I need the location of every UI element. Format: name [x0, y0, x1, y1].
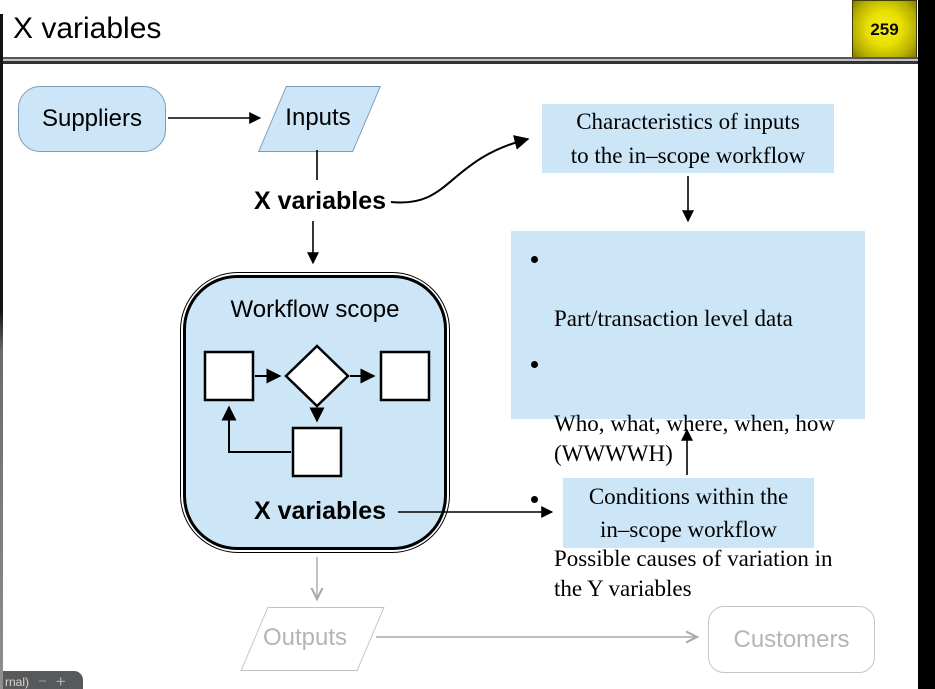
bullets-box: Part/transaction level data Who, what, w…	[511, 231, 865, 601]
bullet-dot-icon	[531, 496, 538, 503]
bullet-item: Part/transaction level data	[527, 244, 859, 334]
viewer-status-fragment: rnal)	[5, 674, 30, 689]
curve-xvariables-to-characteristics	[390, 135, 530, 204]
bullet-dot-icon	[531, 361, 538, 368]
suppliers-label: Suppliers	[41, 105, 143, 132]
title-divider	[0, 57, 918, 64]
x-variables-top-label: X variables	[253, 187, 387, 215]
bullet-text: Possible causes of variation in the Y va…	[554, 546, 833, 601]
bullet-item: Possible causes of variation in the Y va…	[527, 484, 859, 604]
bullet-text: Who, what, where, when, how (WWWWH)	[554, 411, 836, 466]
x-variables-inner-label: X variables	[253, 497, 387, 525]
bullet-item: Who, what, where, when, how (WWWWH)	[527, 349, 859, 469]
workflow-scope-title: Workflow scope	[230, 296, 400, 323]
characteristics-box: Characteristics of inputs to the in–scop…	[542, 104, 834, 173]
outputs-label: Outputs	[262, 624, 348, 651]
zoom-out-button[interactable]: −	[38, 672, 47, 689]
inputs-label: Inputs	[285, 104, 351, 131]
conditions-box: Conditions within the in–scope workflow	[563, 478, 814, 548]
bullet-dot-icon	[531, 256, 538, 263]
slide-title: X variables	[13, 12, 162, 45]
bullet-list: Part/transaction level data Who, what, w…	[527, 244, 859, 604]
left-edge-bar	[0, 14, 3, 689]
suppliers-shape	[18, 86, 166, 152]
page-number-badge: 259	[852, 0, 917, 59]
viewer-zoom-overlay: rnal) − +	[3, 671, 83, 689]
zoom-in-button[interactable]: +	[55, 671, 66, 689]
bullet-text: Part/transaction level data	[554, 306, 793, 331]
customers-shape: Customers	[708, 606, 875, 673]
right-edge-bar	[918, 0, 935, 689]
